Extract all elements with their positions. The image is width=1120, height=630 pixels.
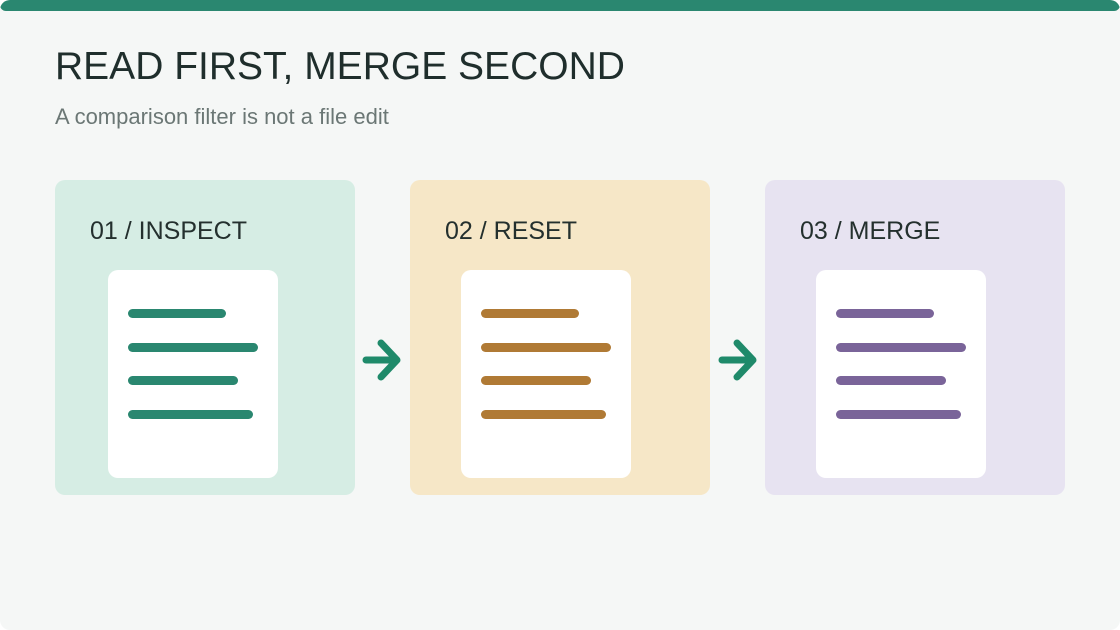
arrow-right-icon	[718, 339, 757, 381]
document-line	[481, 309, 579, 318]
step-card-merge: 03 / MERGE	[765, 180, 1065, 495]
document-line	[836, 309, 934, 318]
document-line	[128, 309, 226, 318]
step-label: 02 / RESET	[445, 217, 577, 245]
document-line	[481, 343, 611, 352]
top-accent-bar	[0, 0, 1120, 11]
document-line	[128, 376, 238, 385]
page-subtitle: A comparison filter is not a file edit	[55, 104, 389, 129]
document-line	[836, 343, 966, 352]
step-label: 01 / INSPECT	[90, 217, 247, 245]
document-line	[128, 410, 253, 419]
page-title: READ FIRST, MERGE SECOND	[55, 45, 625, 88]
document-line	[836, 410, 961, 419]
document-icon	[461, 270, 631, 478]
step-card-reset: 02 / RESET	[410, 180, 710, 495]
arrow-right-icon	[362, 339, 401, 381]
document-line	[481, 376, 591, 385]
step-card-inspect: 01 / INSPECT	[55, 180, 355, 495]
document-icon	[816, 270, 986, 478]
document-line	[836, 376, 946, 385]
document-line	[481, 410, 606, 419]
document-line	[128, 343, 258, 352]
step-label: 03 / MERGE	[800, 217, 941, 245]
document-icon	[108, 270, 278, 478]
